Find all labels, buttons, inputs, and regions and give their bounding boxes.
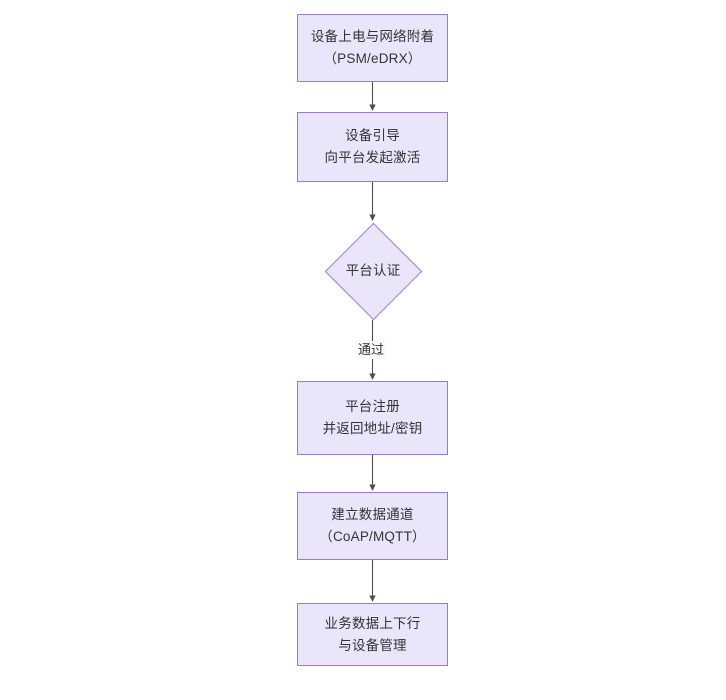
flow-node-label-line: （CoAP/MQTT） bbox=[319, 529, 426, 544]
flow-node-device-power-on[interactable]: 设备上电与网络附着 （PSM/eDRX） bbox=[297, 14, 448, 82]
flow-node-label-line: 与设备管理 bbox=[338, 637, 407, 653]
flow-node-business-data[interactable]: 业务数据上下行 与设备管理 bbox=[297, 603, 448, 666]
flow-node-platform-registration[interactable]: 平台注册 并返回地址/密钥 bbox=[297, 381, 448, 455]
flow-node-label-line: 建立数据通道 bbox=[331, 507, 414, 522]
flow-node-label-line: 设备上电与网络附着 bbox=[310, 29, 435, 44]
flow-node-data-channel[interactable]: 建立数据通道 （CoAP/MQTT） bbox=[297, 492, 448, 560]
flow-node-label-line: 平台认证 bbox=[345, 263, 401, 278]
edge-label-pass: 通过 bbox=[356, 341, 387, 359]
flow-node-label-line: 向平台发起激活 bbox=[324, 150, 421, 165]
flow-node-label-line: 业务数据上下行 bbox=[324, 615, 421, 631]
flow-node-label-line: 平台注册 bbox=[345, 399, 400, 414]
flow-node-label-line: 设备引导 bbox=[345, 128, 400, 143]
flow-node-label-line: 并返回地址/密钥 bbox=[322, 421, 423, 436]
flow-node-label-line: （PSM/eDRX） bbox=[323, 51, 422, 66]
flow-node-platform-auth-decision[interactable]: 平台认证 bbox=[324, 222, 422, 320]
flow-node-device-bootstrap[interactable]: 设备引导 向平台发起激活 bbox=[297, 112, 448, 182]
